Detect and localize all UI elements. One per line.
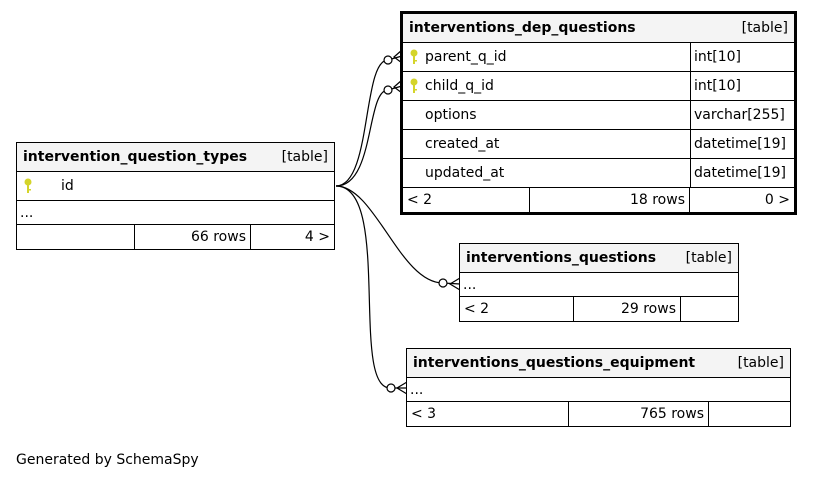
more-columns: ... — [407, 378, 790, 402]
footer-parents — [17, 225, 134, 249]
column-name: options — [425, 107, 477, 123]
table-footer: < 3 765 rows — [407, 402, 790, 426]
column-row[interactable]: created_at datetime[19] — [403, 130, 794, 159]
column-type: int[10] — [690, 72, 794, 100]
key-icon — [403, 78, 425, 94]
table-header: interventions_questions [table] — [460, 244, 738, 273]
edge-end-circle — [438, 278, 448, 288]
column-type: varchar[255] — [690, 101, 794, 129]
table-type: [table] — [737, 355, 784, 371]
key-icon — [17, 178, 39, 194]
table-name[interactable]: interventions_questions — [466, 250, 657, 266]
table-interventions-questions-equipment[interactable]: interventions_questions_equipment [table… — [406, 348, 791, 427]
column-type: datetime[19] — [690, 159, 794, 187]
column-name: id — [61, 178, 74, 194]
key-icon — [403, 49, 425, 65]
table-intervention-question-types[interactable]: intervention_question_types [table] id .… — [16, 142, 335, 250]
more-columns: ... — [17, 201, 334, 225]
table-name[interactable]: interventions_dep_questions — [409, 20, 636, 36]
edge-child-q-id — [335, 85, 403, 187]
table-header: interventions_dep_questions [table] — [403, 14, 794, 43]
column-name: parent_q_id — [425, 49, 507, 65]
table-header: intervention_question_types [table] — [17, 143, 334, 172]
table-type: [table] — [281, 149, 328, 165]
edge-end-circle — [383, 85, 393, 95]
column-row[interactable]: id — [17, 172, 334, 201]
table-footer: 66 rows 4 > — [17, 225, 334, 249]
table-type: [table] — [685, 250, 732, 266]
footer-children — [680, 297, 738, 321]
edge-parent-q-id — [335, 55, 403, 187]
column-row[interactable]: updated_at datetime[19] — [403, 159, 794, 188]
column-row[interactable]: parent_q_id int[10] — [403, 43, 794, 72]
table-header: interventions_questions_equipment [table… — [407, 349, 790, 378]
footer-parents[interactable]: < 3 — [411, 406, 437, 422]
footer-children — [708, 402, 790, 426]
table-interventions-dep-questions[interactable]: interventions_dep_questions [table] pare… — [400, 11, 797, 215]
column-type: int[10] — [690, 43, 794, 71]
column-row[interactable]: options varchar[255] — [403, 101, 794, 130]
table-type: [table] — [741, 20, 788, 36]
table-footer: < 2 18 rows 0 > — [403, 188, 794, 212]
table-name[interactable]: intervention_question_types — [23, 149, 248, 165]
table-footer: < 2 29 rows — [460, 297, 738, 321]
table-name[interactable]: interventions_questions_equipment — [413, 355, 696, 371]
edge-interventions-questions-equipment — [335, 185, 407, 389]
footer-children[interactable]: 0 > — [689, 188, 794, 212]
footer-parents[interactable]: < 2 — [407, 192, 433, 208]
column-name: updated_at — [425, 165, 505, 181]
table-interventions-questions[interactable]: interventions_questions [table] ... < 2 … — [459, 243, 739, 322]
footer-children[interactable]: 4 > — [250, 225, 334, 249]
footer-row-count: 765 rows — [568, 402, 708, 426]
column-type: datetime[19] — [690, 130, 794, 158]
more-columns: ... — [460, 273, 738, 297]
footer-parents[interactable]: < 2 — [464, 301, 490, 317]
edge-end-circle — [386, 383, 396, 393]
footer-row-count: 66 rows — [134, 225, 250, 249]
footer-row-count: 29 rows — [573, 297, 680, 321]
generated-by-credit: Generated by SchemaSpy — [16, 452, 199, 468]
column-row[interactable]: child_q_id int[10] — [403, 72, 794, 101]
column-name: created_at — [425, 136, 500, 152]
footer-row-count: 18 rows — [529, 188, 689, 212]
column-name: child_q_id — [425, 78, 494, 94]
edge-end-circle — [383, 55, 393, 65]
